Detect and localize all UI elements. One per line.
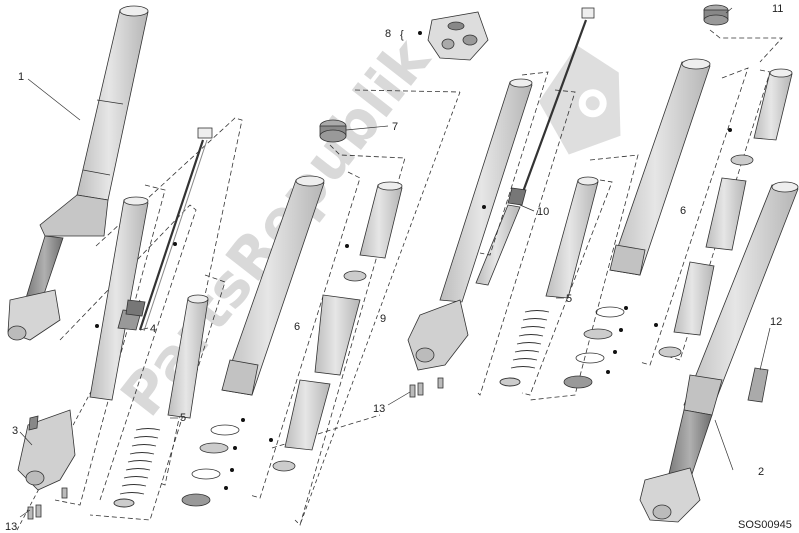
callout-6-center: 6 (294, 321, 300, 333)
screws-part-13 (27, 377, 444, 520)
callout-labels: 1 2 3 4 5 5 6 6 7 8 9 10 11 12 13 13 (5, 3, 783, 533)
callout-9: 9 (380, 313, 386, 325)
callout-4: 4 (150, 323, 156, 335)
callout-11: 11 (772, 3, 783, 15)
seal-kit (427, 11, 489, 61)
spring-right-center (499, 310, 550, 387)
right-center-dashed-frame (477, 71, 639, 401)
spring-left (113, 428, 161, 508)
leader-lines (19, 7, 771, 518)
callout-1: 1 (18, 71, 24, 83)
damper-tube-right-center (545, 176, 599, 299)
watermark-gear-logo (538, 45, 621, 155)
callout-13-left: 13 (5, 521, 17, 533)
outer-tube-right (609, 58, 711, 276)
callout-5-right: 5 (566, 293, 572, 305)
callout-6-right: 6 (680, 205, 686, 217)
cartridge-right (658, 68, 793, 358)
callout-10: 10 (537, 206, 549, 218)
fork-leg-left (7, 5, 149, 341)
callout-3: 3 (12, 425, 18, 437)
watermark-text: PartsRepublik (107, 25, 443, 429)
cartridge-center (272, 181, 403, 472)
rod-left (125, 127, 213, 332)
outer-tube-center (221, 175, 325, 396)
guard-part-12 (747, 367, 769, 403)
leader-dash (354, 89, 461, 93)
rod-right-center (475, 7, 595, 286)
damper-tube-left (167, 294, 209, 419)
cap-center (319, 119, 347, 143)
inner-tube-left (17, 196, 149, 491)
watermark: PartsRepublik (107, 25, 443, 429)
fork-leg-right (639, 181, 799, 523)
outer-tube-right-center (407, 78, 533, 371)
dot-markers (95, 31, 732, 490)
callout-2: 2 (758, 466, 764, 478)
cap-right (703, 4, 729, 26)
bracket-8: { (400, 29, 404, 41)
callout-12: 12 (770, 316, 782, 328)
callout-8: 8 (385, 28, 391, 40)
callout-13-right: 13 (373, 403, 385, 415)
seals-left (181, 424, 240, 507)
reference-code: SOS00945 (738, 519, 792, 531)
callout-7: 7 (392, 121, 398, 133)
seals-right-center (563, 306, 625, 389)
callout-5-left: 5 (180, 412, 186, 424)
